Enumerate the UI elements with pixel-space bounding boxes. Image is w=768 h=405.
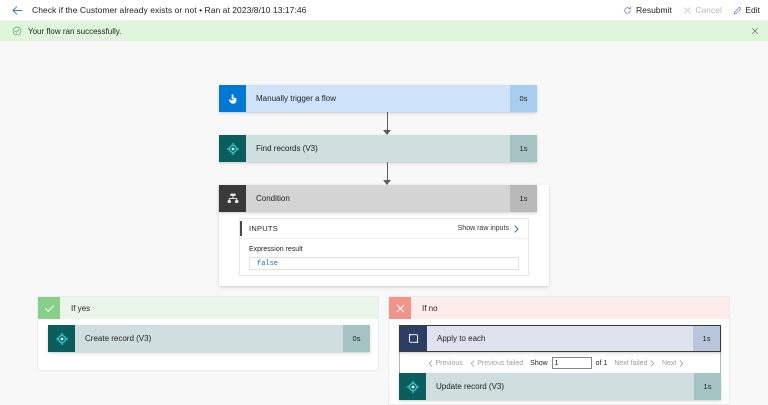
show-raw-inputs-link[interactable]: Show raw inputs <box>457 224 528 233</box>
loop-iteration-pager: Previous Previous failed Show of 1 Next … <box>428 357 684 369</box>
flow-node-duration: 0s <box>510 85 537 112</box>
resubmit-button[interactable]: Resubmit <box>623 5 672 15</box>
dataverse-icon <box>399 373 426 400</box>
previous-button[interactable]: Previous <box>428 360 463 367</box>
flow-node-title: Manually trigger a flow <box>246 85 510 112</box>
expression-result-value: false <box>249 257 519 270</box>
connector-arrow <box>378 162 396 185</box>
check-circle-icon <box>12 26 22 36</box>
command-bar: Check if the Customer already exists or … <box>0 0 768 21</box>
next-button[interactable]: Next <box>662 360 684 367</box>
branch-label: If yes <box>71 303 91 313</box>
flow-node-title: Create record (V3) <box>75 325 343 352</box>
dataverse-icon <box>219 135 246 162</box>
branch-header-if-no: If no <box>389 297 729 319</box>
flow-node-create-record[interactable]: Create record (V3) 0s <box>48 325 370 352</box>
scope-apply-to-each: Apply to each 1s Previous <box>399 325 721 400</box>
previous-failed-label: Previous failed <box>477 359 524 367</box>
previous-failed-button[interactable]: Previous failed <box>470 360 523 367</box>
resubmit-label: Resubmit <box>635 5 672 15</box>
flow-node-title: Condition <box>246 185 510 212</box>
command-bar-actions: Resubmit Cancel Edit <box>623 5 760 15</box>
next-failed-button[interactable]: Next failed <box>614 360 655 367</box>
flow-node-duration: 1s <box>510 185 537 212</box>
expression-result-group: Expression result false <box>240 239 528 279</box>
foreach-loop-icon <box>400 326 427 351</box>
cancel-x-icon <box>683 6 692 15</box>
chevron-right-icon <box>679 359 684 367</box>
flow-node-title: Find records (V3) <box>246 135 510 162</box>
close-icon[interactable] <box>749 26 760 37</box>
check-icon <box>38 297 60 319</box>
chevron-right-icon <box>650 359 655 367</box>
inputs-panel: INPUTS Show raw inputs Expression result… <box>239 218 529 276</box>
flow-node-title: Update record (V3) <box>426 373 694 400</box>
chevron-left-icon <box>428 359 433 367</box>
status-banner: Your flow ran successfully. <box>0 21 768 41</box>
show-label: Show <box>530 359 548 367</box>
connector-arrow <box>378 112 396 135</box>
flow-node-duration: 1s <box>510 135 537 162</box>
page-title: Check if the Customer already exists or … <box>32 5 307 15</box>
iteration-page-input[interactable] <box>551 357 592 369</box>
branch-if-yes: If yes Create record (V3) 0s <box>37 296 379 371</box>
chevron-right-icon <box>513 224 520 233</box>
flow-node-update-record[interactable]: Update record (V3) 1s <box>399 373 721 400</box>
flow-node-duration: 1s <box>693 326 720 351</box>
flow-node-condition[interactable]: Condition 1s <box>219 185 537 212</box>
flow-node-apply-to-each[interactable]: Apply to each 1s <box>399 325 721 352</box>
flow-node-manual-trigger[interactable]: Manually trigger a flow 0s <box>219 85 537 112</box>
branch-label: If no <box>422 303 438 313</box>
manual-trigger-hand-icon <box>219 85 246 112</box>
pencil-icon <box>733 6 742 15</box>
branch-if-no: If no Apply to each 1s <box>388 296 730 405</box>
next-failed-label: Next failed <box>614 359 648 367</box>
edit-label: Edit <box>745 5 760 15</box>
show-raw-inputs-label: Show raw inputs <box>457 225 509 232</box>
dataverse-icon <box>48 325 75 352</box>
chevron-left-icon <box>470 359 475 367</box>
flow-node-find-records[interactable]: Find records (V3) 1s <box>219 135 537 162</box>
edit-button[interactable]: Edit <box>733 5 760 15</box>
flow-node-title: Apply to each <box>427 326 693 351</box>
banner-message: Your flow ran successfully. <box>28 26 122 36</box>
expression-result-label: Expression result <box>249 246 303 253</box>
flow-node-condition-card: Condition 1s INPUTS Show raw inputs Expr… <box>219 185 549 286</box>
flow-node-duration: 0s <box>343 325 370 352</box>
branch-header-if-yes: If yes <box>38 297 378 319</box>
page-total-label: of 1 <box>595 359 608 367</box>
flow-run-canvas: Manually trigger a flow 0s Find records … <box>0 41 768 405</box>
condition-branch-icon <box>219 185 246 212</box>
previous-label: Previous <box>435 359 463 367</box>
cancel-button[interactable]: Cancel <box>683 5 722 15</box>
inputs-label: INPUTS <box>249 224 279 233</box>
next-label: Next <box>661 359 677 367</box>
x-icon <box>389 297 411 319</box>
inputs-header: INPUTS Show raw inputs <box>240 219 528 239</box>
refresh-icon <box>623 6 632 15</box>
flow-node-duration: 1s <box>694 373 721 400</box>
back-arrow-icon[interactable] <box>10 3 24 17</box>
cancel-label: Cancel <box>695 5 722 15</box>
